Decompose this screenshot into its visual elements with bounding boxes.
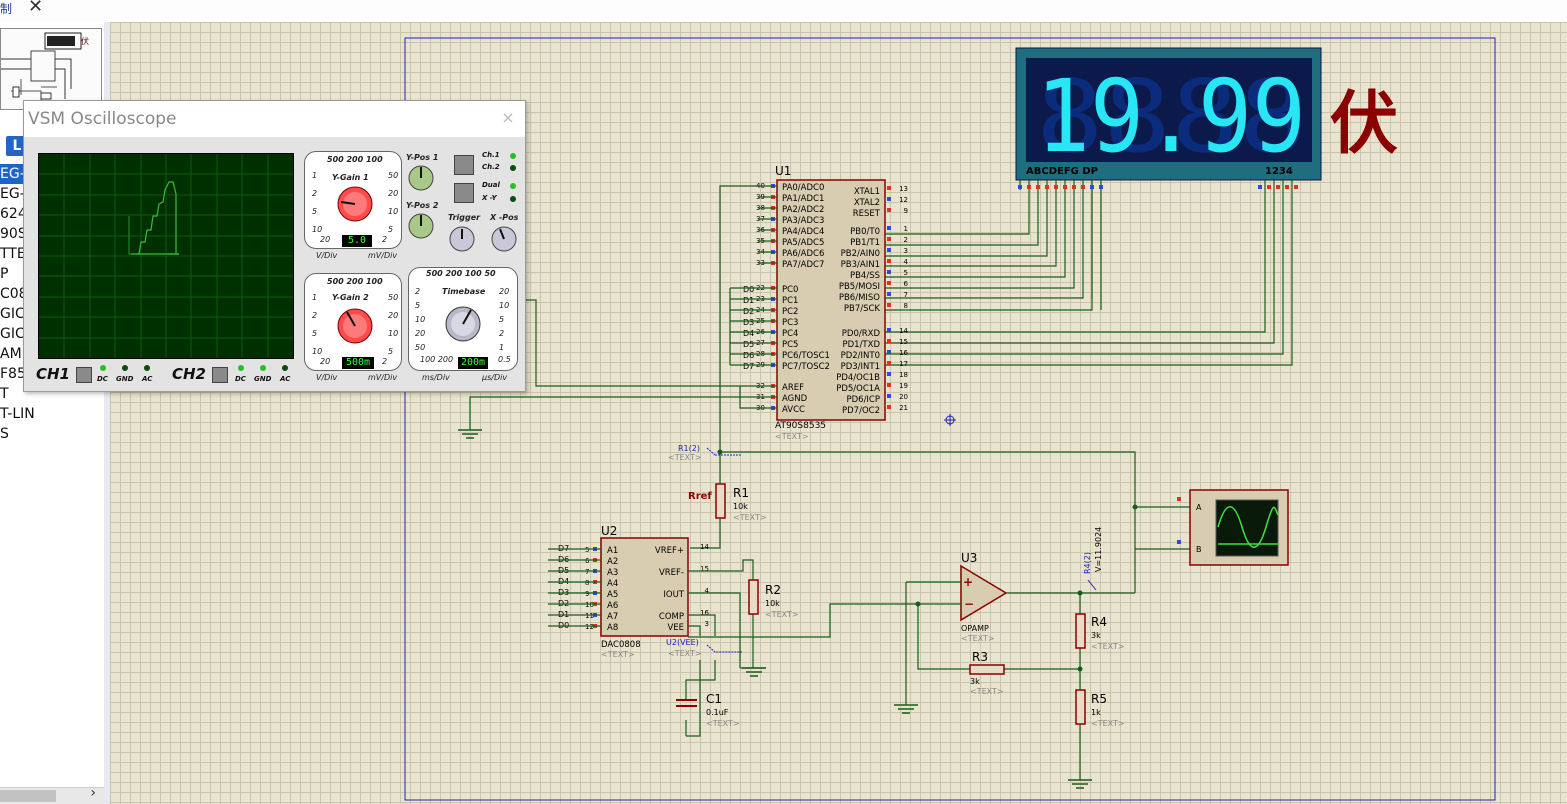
oscilloscope-titlebar[interactable]: VSM Oscilloscope × <box>24 101 525 137</box>
ch2-ac-label: AC <box>280 375 291 383</box>
library-button[interactable]: L <box>6 136 28 156</box>
oscilloscope-screen <box>38 153 294 359</box>
scrollbar-thumb[interactable] <box>0 790 56 802</box>
preview-label: 伏 <box>81 36 89 46</box>
device-item[interactable]: C08 <box>0 286 28 302</box>
ch1-ac-led <box>144 365 150 371</box>
ygain2-label: Y-Gain 2 <box>332 293 369 302</box>
ypos2-knob[interactable] <box>406 211 436 241</box>
device-item[interactable]: 624 <box>0 206 27 222</box>
trigger-knob[interactable] <box>448 225 476 253</box>
scroll-right-icon[interactable]: › <box>90 785 96 801</box>
device-item[interactable]: 90S <box>0 226 27 242</box>
device-item[interactable]: EG- <box>0 186 25 202</box>
close-tab-icon[interactable]: ✕ <box>28 0 44 17</box>
ch1-dc-label: DC <box>97 375 108 383</box>
device-item[interactable]: GIC <box>0 306 25 322</box>
dual-label: Dual <box>482 181 500 189</box>
ch2-gnd-led <box>260 365 266 371</box>
device-item[interactable]: S <box>0 426 9 442</box>
timebase-knob[interactable] <box>409 268 517 370</box>
preview-thumbnail: 伏 <box>1 32 89 103</box>
timebase-bottom-scale: 100 200 <box>420 355 454 364</box>
device-item[interactable]: AMI <box>0 346 26 362</box>
ygain2-left-last: 20 <box>320 357 331 366</box>
ygain1-panel <box>304 151 402 249</box>
trigger-label: Trigger <box>448 213 481 222</box>
ch2-dc-led <box>238 365 244 371</box>
ch1-gnd-led <box>122 365 128 371</box>
ch1-dc-led <box>100 365 106 371</box>
oscilloscope-close-button[interactable]: × <box>501 108 515 127</box>
ygain1-unit-left: V/Div <box>316 251 338 260</box>
tab-fragment[interactable]: 制 <box>0 2 13 16</box>
panel-splitter[interactable] <box>104 22 110 804</box>
ch2-gnd-label: GND <box>254 375 272 383</box>
timebase-scale-top: 500 200 100 50 <box>426 269 496 278</box>
ygain1-unit-right: mV/Div <box>368 251 398 260</box>
ygain2-scale-top: 500 200 100 <box>327 277 383 286</box>
ypos2-label: Y-Pos 2 <box>406 201 439 210</box>
horizontal-scrollbar[interactable]: › <box>0 785 104 804</box>
timebase-label: Timebase <box>442 287 486 296</box>
ygain1-label: Y-Gain 1 <box>332 173 369 182</box>
timebase-right-bottom: 0.5 <box>498 355 511 364</box>
dual-led <box>510 183 516 189</box>
ygain2-unit-left: V/Div <box>316 373 338 382</box>
xpos-label: X -Pos <box>490 213 519 222</box>
ch-toggle-button[interactable] <box>454 155 474 175</box>
title-strip: 制 ✕ <box>0 0 1567 23</box>
ch1-coupling-button[interactable] <box>76 367 92 383</box>
scope-trace <box>39 154 293 358</box>
ch1-label: CH1 <box>36 365 70 383</box>
xy-label: X -Y <box>482 194 497 202</box>
ch1-ac-label: AC <box>142 375 153 383</box>
device-item[interactable]: T-LIN <box>0 406 35 422</box>
timebase-unit-left: ms/Div <box>422 373 450 382</box>
xpos-knob[interactable] <box>490 225 518 253</box>
ch2-toggle-label: Ch.2 <box>482 163 500 171</box>
ch2-dc-label: DC <box>235 375 246 383</box>
ygain2-knob[interactable] <box>305 274 401 370</box>
overview-preview[interactable]: 伏 <box>0 28 102 110</box>
ygain1-scale-top: 500 200 100 <box>327 155 383 164</box>
device-item[interactable]: TTE <box>0 246 26 262</box>
timebase-readout: 200m <box>458 357 488 369</box>
xy-led <box>510 196 516 202</box>
oscilloscope-title: VSM Oscilloscope <box>28 109 177 129</box>
ygain2-readout: 500m <box>342 357 374 369</box>
device-item[interactable]: P <box>0 266 9 282</box>
ygain1-readout: 5.0 <box>342 235 372 247</box>
ch1-led <box>510 153 516 159</box>
ygain1-right-last: 2 <box>382 235 388 244</box>
ch1-toggle-label: Ch.1 <box>482 151 500 159</box>
timebase-unit-right: µs/Div <box>482 373 508 382</box>
ch2-label: CH2 <box>172 365 206 383</box>
timebase-panel <box>408 267 518 371</box>
ygain1-left-last: 20 <box>320 235 331 244</box>
ypos1-knob[interactable] <box>406 163 436 193</box>
device-item[interactable]: F85 <box>0 366 26 382</box>
device-item[interactable]: T <box>0 386 9 402</box>
ygain2-right-last: 2 <box>382 357 388 366</box>
ch1-gnd-label: GND <box>116 375 134 383</box>
ch2-led <box>510 165 516 171</box>
device-item[interactable]: GIC <box>0 326 25 342</box>
ygain2-unit-right: mV/Div <box>368 373 398 382</box>
ygain1-knob[interactable] <box>305 152 401 248</box>
ygain2-panel <box>304 273 402 371</box>
ypos1-label: Y-Pos 1 <box>406 153 439 162</box>
oscilloscope-window[interactable]: VSM Oscilloscope × 500 200 100 Y-Gain 1 … <box>23 100 526 392</box>
ch2-coupling-button[interactable] <box>212 367 228 383</box>
ch2-ac-led <box>282 365 288 371</box>
dual-toggle-button[interactable] <box>454 183 474 203</box>
